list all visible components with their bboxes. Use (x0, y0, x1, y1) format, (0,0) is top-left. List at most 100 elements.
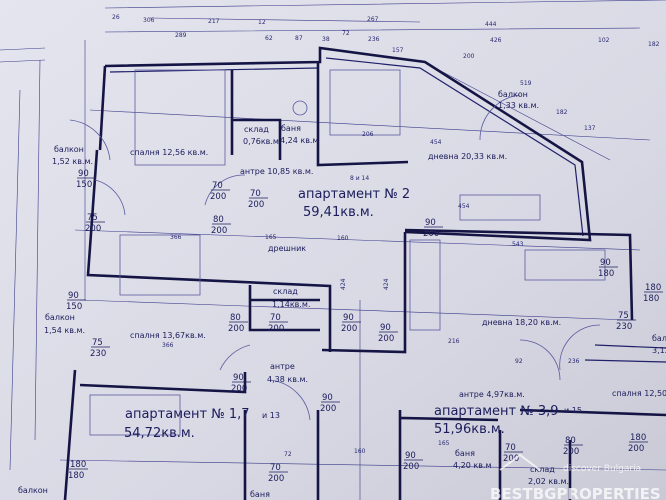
door-width: 90 (600, 258, 611, 268)
room-labels: спалня 12,56 кв.м. баня 4,24 кв.м склад … (18, 90, 666, 499)
dim-label: 72 (342, 30, 350, 37)
dim-label: 366 (170, 234, 182, 241)
dim-label: 38 (322, 36, 330, 43)
room-label: бал (652, 334, 666, 343)
watermark-line2: BESTBGPROPERTIES (490, 485, 661, 500)
dim-label: 454 (458, 203, 470, 210)
apartment-note: 8 и 14 (350, 175, 369, 182)
dim-label: 426 (490, 37, 502, 44)
room-label: 4,20 кв.м (453, 461, 491, 470)
door-height: 200 (378, 334, 394, 344)
walls (63, 46, 666, 500)
door-height: 200 (503, 454, 519, 464)
dim-label: 72 (284, 451, 292, 458)
dim-label: 26 (112, 14, 120, 21)
door-height: 200 (231, 384, 247, 394)
door-height: 200 (211, 226, 227, 236)
door-width: 70 (212, 181, 223, 191)
door-height: 230 (90, 349, 106, 359)
door-width: 90 (233, 373, 244, 383)
room-label: антре 10,85 кв.м. (240, 167, 313, 176)
room-label: спалня 12,56 кв.м. (130, 148, 208, 157)
dim-label: 519 (520, 80, 532, 87)
door-width: 90 (322, 393, 333, 403)
dim-label: 444 (485, 21, 497, 28)
room-label: 4,24 кв.м (280, 136, 318, 145)
door-height: 200 (85, 224, 101, 234)
door-width: 70 (250, 189, 261, 199)
apartment-title: апартамент № 3,9 (434, 404, 559, 419)
dim-label: 206 (362, 131, 374, 138)
dim-label: 62 (265, 35, 273, 42)
dim-label: 12 (258, 19, 266, 26)
door-width: 180 (70, 460, 86, 470)
dim-label: 160 (337, 235, 349, 242)
door-width: 70 (505, 443, 516, 453)
dim-label: 87 (295, 35, 303, 42)
dim-label: 137 (584, 125, 596, 132)
dim-label: 200 (463, 53, 475, 60)
apartment-note: и 15 (564, 406, 582, 415)
dim-label: 543 (512, 241, 524, 248)
dim-label: 236 (568, 358, 580, 365)
room-label: 1,14кв.м. (272, 300, 310, 309)
dim-label: 217 (208, 18, 220, 25)
dim-label: 454 (430, 139, 442, 146)
room-label: баня (281, 124, 301, 133)
door-height: 150 (76, 180, 92, 190)
room-label: спалня 12,50 (612, 389, 666, 398)
door-height: 200 (423, 229, 439, 239)
door-height: 200 (268, 474, 284, 484)
apartment-title: апартамент № 1,7 (125, 407, 250, 422)
door-height: 200 (268, 324, 284, 334)
room-label: 3,12 (652, 346, 666, 355)
dim-label: 102 (598, 37, 610, 44)
dim-label: 216 (448, 338, 460, 345)
door-width: 90 (405, 451, 416, 461)
room-label: балкон (18, 486, 48, 495)
watermark: discover Bulgaria BESTBGPROPERTIES (490, 453, 661, 500)
room-label: 1,54 кв.м. (44, 326, 85, 335)
door-width: 75 (92, 338, 103, 348)
door-height: 180 (598, 269, 614, 279)
room-label: дневна 18,20 кв.м. (482, 318, 561, 327)
apartment-area: 51,96кв.м. (434, 422, 505, 437)
dimension-labels: 306 26 217 12 267 444 289 62 87 38 72 23… (112, 14, 660, 458)
door-height: 230 (616, 322, 632, 332)
door-width: 75 (87, 213, 98, 223)
dim-label: 182 (648, 41, 660, 48)
dim-label: 182 (556, 109, 568, 116)
door-width: 180 (645, 283, 661, 293)
room-label: балкон (54, 145, 84, 154)
room-label: антре (270, 362, 295, 371)
door-width: 80 (213, 215, 224, 225)
room-label: 0,76кв.м. (243, 137, 281, 146)
room-label: склад (273, 287, 298, 296)
door-width: 90 (343, 313, 354, 323)
dim-label: 306 (143, 17, 155, 24)
door-width: 90 (78, 169, 89, 179)
door-width: 80 (565, 436, 576, 446)
dim-label: 366 (162, 342, 174, 349)
door-height: 200 (248, 200, 264, 210)
apartment-title: апартамент № 2 (298, 187, 410, 202)
room-label: антре 4,97кв.м. (459, 390, 525, 399)
